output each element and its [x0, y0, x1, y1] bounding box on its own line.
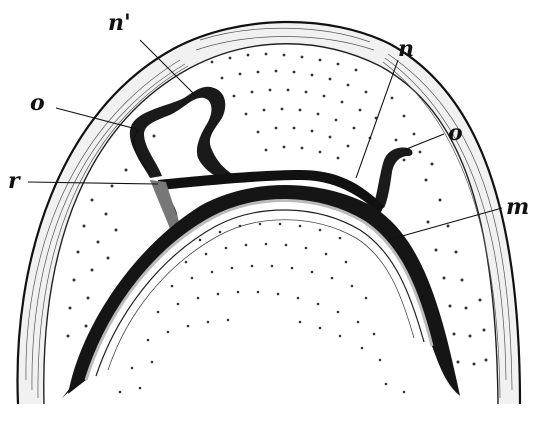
- left-fold: [130, 87, 236, 182]
- right-fold: [374, 148, 413, 209]
- inner-arch: [62, 185, 462, 400]
- label-m: m: [506, 194, 529, 220]
- label-r: r: [8, 168, 21, 194]
- label-n: n: [398, 36, 414, 62]
- label-o-right: o: [448, 120, 463, 146]
- label-n-prime: n': [108, 10, 131, 36]
- leader-r: [28, 182, 158, 184]
- inner-arch-dark: [68, 185, 460, 396]
- stipple-sides: [67, 135, 488, 366]
- leader-o-right: [404, 134, 444, 150]
- label-o-left: o: [30, 90, 45, 116]
